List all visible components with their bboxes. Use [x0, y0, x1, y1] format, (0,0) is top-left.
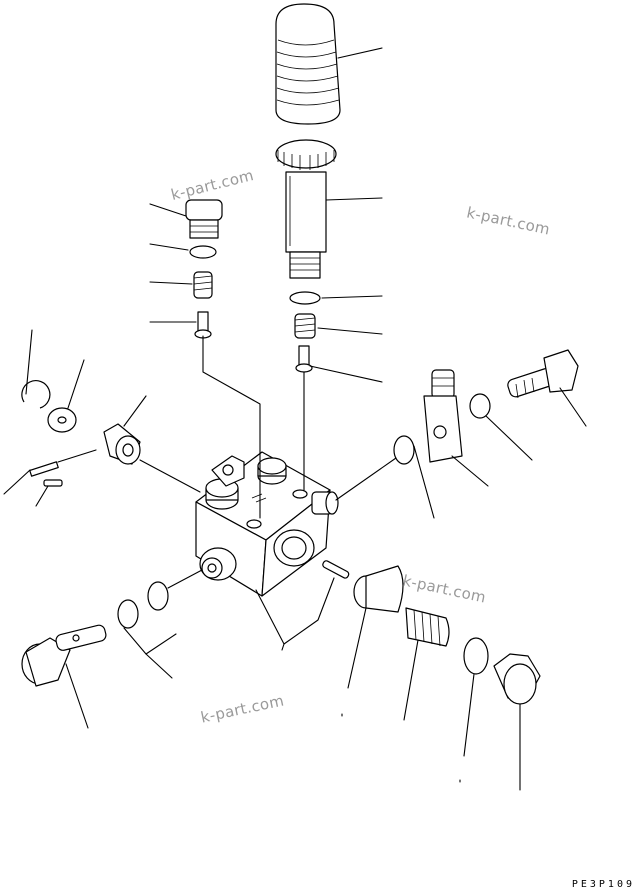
washer-bottom-left-1 — [117, 599, 139, 629]
connector-nut — [103, 423, 141, 465]
small-pin — [43, 479, 63, 487]
eye-bolt-left — [21, 624, 107, 687]
spring-right — [294, 313, 316, 339]
priming-pump-body — [275, 139, 337, 279]
bleed-screw — [29, 449, 97, 477]
sleeve — [353, 565, 404, 613]
drawing-code: PE3P109 — [571, 879, 635, 890]
washer-right — [469, 393, 491, 419]
spring-bottom — [405, 607, 450, 647]
pin-bottom — [322, 560, 350, 579]
plug-bottom-right — [493, 653, 541, 705]
snap-ring — [21, 380, 51, 409]
eye-bolt-right — [507, 349, 579, 399]
check-valve-plunger-right — [295, 345, 313, 373]
gasket-right — [393, 435, 415, 465]
spring-left — [193, 271, 213, 299]
o-ring-bottom — [463, 637, 489, 675]
leader-lines — [3, 47, 587, 791]
washer-left-top — [189, 245, 217, 259]
plug-left-top — [185, 199, 223, 239]
priming-pump-cap — [275, 3, 341, 125]
washer-bottom-left-2 — [147, 581, 169, 611]
check-valve-plunger-left — [194, 311, 212, 339]
o-ring-right — [289, 291, 321, 305]
connector-block — [423, 369, 463, 463]
pump-housing-block — [195, 451, 339, 597]
collar-left — [47, 407, 77, 433]
